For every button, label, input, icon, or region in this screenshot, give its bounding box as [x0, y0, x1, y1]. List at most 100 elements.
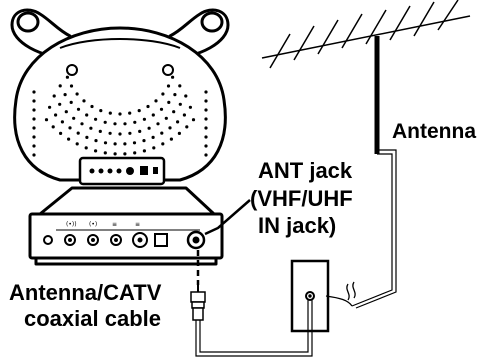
- grille-dot: [142, 149, 146, 153]
- grille-dot: [123, 142, 127, 146]
- grille-dot: [85, 135, 89, 139]
- grille-dot: [185, 125, 189, 129]
- grille-dot: [94, 139, 98, 143]
- grille-dot: [58, 84, 62, 88]
- grille-dot: [172, 110, 176, 114]
- grille-dot: [142, 117, 146, 121]
- grille-dot: [99, 109, 103, 113]
- grille-dot: [69, 84, 74, 88]
- grille-dot: [154, 99, 158, 103]
- grille-dot: [173, 93, 177, 97]
- back-panel: [78, 156, 166, 186]
- svg-text:≡: ≡: [135, 221, 140, 228]
- ant-jack-leader: [204, 199, 251, 236]
- tv-base: [28, 186, 224, 266]
- coaxial-plug: [190, 285, 206, 321]
- grille-dot: [108, 131, 112, 135]
- grille-dot: [191, 118, 196, 122]
- grille-dot: [182, 113, 186, 117]
- grille-dot: [152, 146, 156, 150]
- grille-dot: [63, 93, 67, 97]
- svg-text:(•): (•): [89, 221, 97, 228]
- grille-dot: [132, 141, 137, 145]
- grille-dot: [147, 126, 151, 130]
- grille-dot: [59, 131, 63, 135]
- grille-dot: [178, 102, 182, 106]
- wall-outlet: [290, 259, 330, 333]
- grille-dot: [160, 131, 164, 135]
- grille-dot: [32, 108, 36, 112]
- grille-dot: [161, 92, 165, 96]
- grille-dot: [184, 94, 188, 98]
- grille-dot: [60, 120, 64, 124]
- grille-dot: [32, 144, 36, 148]
- grille-dot: [166, 84, 171, 88]
- grille-dot: [204, 117, 208, 121]
- antenna: [261, 0, 471, 154]
- grille-dot: [32, 99, 36, 103]
- grille-dot: [171, 75, 175, 79]
- grille-dot: [82, 99, 86, 103]
- grille-dot: [89, 126, 93, 130]
- grille-dot: [128, 131, 132, 135]
- grille-dot: [64, 110, 68, 114]
- grille-dot: [204, 108, 208, 112]
- grille-dot: [156, 122, 160, 126]
- grille-dot: [76, 107, 81, 111]
- grille-dot: [151, 135, 155, 139]
- cable-break: [346, 281, 356, 301]
- grille-dot: [164, 116, 168, 120]
- grille-dot: [142, 139, 146, 143]
- grille-dot: [80, 122, 84, 126]
- grille-dot: [75, 142, 79, 146]
- grille-dot: [67, 137, 71, 141]
- grille-dot: [151, 113, 155, 117]
- grille-dot: [204, 135, 208, 139]
- grille-dot: [98, 129, 102, 133]
- grille-dot: [51, 125, 55, 129]
- grille-dot: [137, 109, 141, 113]
- grille-dot: [72, 116, 76, 120]
- grille-dot: [103, 151, 107, 155]
- grille-dot: [204, 153, 208, 157]
- grille-dot: [32, 90, 36, 94]
- cable-label-line1: Antenna/CATV: [9, 280, 162, 305]
- grille-dot: [113, 142, 117, 146]
- grille-dot: [204, 144, 208, 148]
- grille-dot: [32, 153, 36, 157]
- grille-dot: [118, 132, 122, 136]
- grille-dot: [76, 131, 80, 135]
- grille-dot: [69, 100, 73, 104]
- grille-dot: [133, 120, 137, 124]
- grille-dot: [32, 135, 36, 139]
- grille-dot: [123, 152, 127, 156]
- grille-dot: [103, 120, 107, 124]
- svg-text:≡: ≡: [112, 221, 117, 228]
- speaker-grille: [32, 75, 208, 157]
- grille-dot: [168, 126, 172, 130]
- grille-dot: [159, 107, 164, 111]
- grille-dot: [65, 75, 69, 79]
- grille-dot: [54, 113, 58, 117]
- grille-dot: [204, 126, 208, 130]
- grille-dot: [32, 126, 36, 130]
- grille-dot: [85, 113, 89, 117]
- left-knob: [66, 64, 78, 76]
- grille-dot: [123, 122, 127, 126]
- grille-dot: [138, 129, 142, 133]
- grille-dot: [204, 90, 208, 94]
- ant-jack-label-line1: ANT jack: [258, 158, 353, 183]
- grille-dot: [75, 92, 79, 96]
- grille-dot: [133, 151, 137, 155]
- grille-dot: [113, 122, 117, 126]
- grille-dot: [167, 100, 171, 104]
- ant-jack-label-line3: IN jack): [258, 213, 337, 238]
- grille-dot: [169, 137, 173, 141]
- ant-jack-label-line2: (VHF/UHF: [250, 186, 353, 211]
- grille-dot: [108, 111, 112, 115]
- connector-panel: [28, 212, 224, 260]
- outlet-lead: [325, 295, 353, 307]
- grille-dot: [52, 94, 56, 98]
- grille-dot: [178, 84, 182, 88]
